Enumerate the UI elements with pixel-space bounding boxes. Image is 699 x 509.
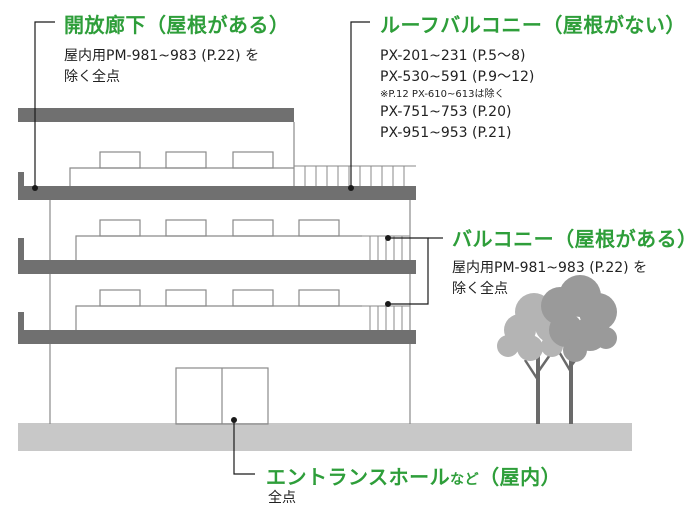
label-title-entrance-main: エントランスホール bbox=[266, 465, 451, 489]
label-body-balcony: 屋内用PM-981~983 (P.22) を 除く全点 bbox=[452, 258, 698, 300]
label-note: ※P.12 PX-610~613は除く bbox=[380, 89, 505, 100]
label-line: 除く全点 bbox=[452, 281, 508, 297]
leader-balcony bbox=[388, 237, 429, 305]
railing-balcony-1f bbox=[362, 305, 410, 330]
label-entrance: エントランスホールなど（屋内） bbox=[266, 461, 561, 490]
floor-slabs bbox=[18, 108, 416, 344]
label-balcony: バルコニー（屋根がある） 屋内用PM-981~983 (P.22) を 除く全点 bbox=[452, 223, 698, 300]
railing-roof bbox=[294, 165, 416, 186]
tree-icon bbox=[497, 275, 617, 424]
label-title-balcony: バルコニー（屋根がある） bbox=[452, 227, 698, 251]
building-outline bbox=[49, 122, 411, 425]
label-line: 屋内用PM-981~983 (P.22) を bbox=[452, 260, 648, 276]
label-body-open-corridor: 屋内用PM-981~983 (P.22) を 除く全点 bbox=[64, 46, 290, 88]
label-body-roof-balcony: PX-201~231 (P.5～8) PX-530~591 (P.9～12) ※… bbox=[380, 46, 686, 144]
label-title-entrance-small: など bbox=[450, 472, 480, 488]
label-line: 除く全点 bbox=[64, 69, 120, 85]
label-title-roof-balcony: ルーフバルコニー（屋根がない） bbox=[380, 13, 686, 37]
leader-roof-balcony bbox=[350, 21, 370, 188]
ground-slab bbox=[18, 423, 632, 451]
label-line: 全点 bbox=[268, 490, 296, 506]
label-title-entrance: エントランスホールなど（屋内） bbox=[266, 461, 561, 490]
leader-entrance bbox=[233, 420, 255, 475]
leader-open-corridor bbox=[34, 21, 55, 188]
leader-dots bbox=[32, 185, 391, 423]
label-body-entrance: 全点 bbox=[268, 488, 296, 509]
label-open-corridor: 開放廊下（屋根がある） 屋内用PM-981~983 (P.22) を 除く全点 bbox=[64, 9, 290, 88]
label-title-open-corridor: 開放廊下（屋根がある） bbox=[64, 13, 290, 37]
label-title-entrance-tail: （屋内） bbox=[479, 465, 562, 489]
label-line: PX-951~953 (P.21) bbox=[380, 125, 512, 141]
label-line: PX-751~753 (P.20) bbox=[380, 104, 512, 120]
label-roof-balcony: ルーフバルコニー（屋根がない） PX-201~231 (P.5～8) PX-53… bbox=[380, 9, 686, 144]
label-line: PX-201~231 (P.5～8) bbox=[380, 48, 526, 64]
label-line: PX-530~591 (P.9～12) bbox=[380, 69, 535, 85]
label-line: 屋内用PM-981~983 (P.22) を bbox=[64, 48, 260, 64]
leader-lines bbox=[34, 21, 443, 475]
